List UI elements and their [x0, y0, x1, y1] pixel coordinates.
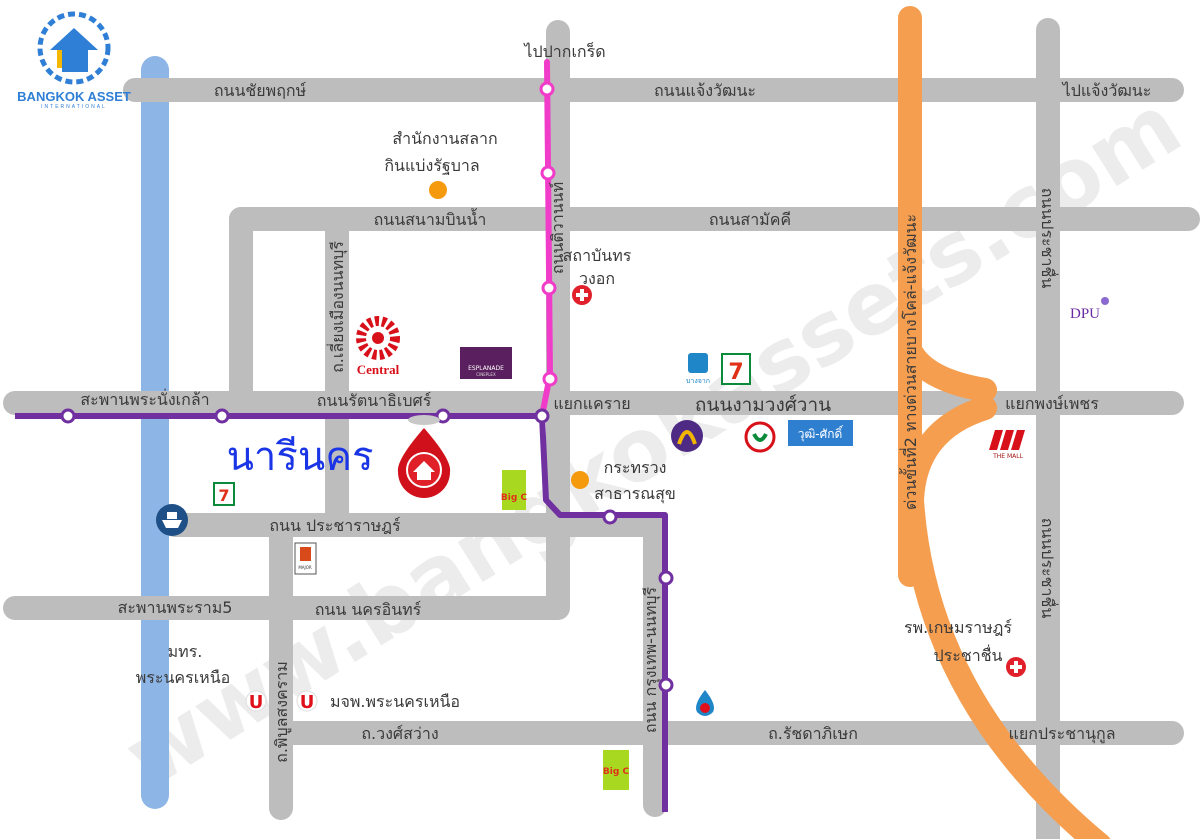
brands: Central ESPLANADE CINEPLEX บางจาก 7 DPU … — [156, 297, 1109, 790]
svg-text:ESPLANADE: ESPLANADE — [468, 365, 504, 372]
project-name: นารีนคร — [227, 434, 374, 480]
roads — [3, 18, 1200, 839]
label-prachanukul: แยกประชานุกูล — [1009, 724, 1116, 744]
seven-eleven-logo: 7 — [213, 482, 235, 506]
major-cineplex-logo: MAJOR — [294, 542, 317, 575]
wuttisak-logo: วุฒิ-ศักดิ์ — [788, 420, 853, 446]
esplanade-logo: ESPLANADE CINEPLEX — [460, 347, 512, 379]
label-to-chaengwattana: ไปแจ้งวัฒนะ — [1061, 81, 1152, 100]
svg-text:7: 7 — [728, 360, 743, 385]
purple-line-station — [658, 677, 674, 693]
university-icon: U — [296, 690, 318, 713]
label-kmutnb: มจพ.พระนครเหนือ — [330, 692, 460, 711]
label-kasemrad-2: ประชาชื่น — [934, 644, 1003, 665]
label-prachachuen-2: ถนนประชาชื่น — [1038, 518, 1059, 619]
label-phong-phet: แยกพงษ์เพชร — [1005, 394, 1099, 413]
big-c-logo: Big C — [603, 750, 630, 790]
label-chaiyaphruek: ถนนชัยพฤกษ์ — [214, 81, 307, 100]
svg-text:MAJOR: MAJOR — [298, 565, 312, 570]
svg-text:Big C: Big C — [603, 767, 630, 777]
the-mall-logo: THE MALL — [989, 430, 1025, 460]
svg-text:DPU: DPU — [1070, 306, 1100, 322]
label-ngamwongwan: ถนนงามวงศ์วาน — [695, 394, 831, 416]
pink-line-station — [539, 81, 555, 97]
bangchak-logo: บางจาก — [686, 353, 710, 385]
purple-line-station — [534, 408, 550, 424]
label-pracharat: ถนน ประชาราษฎร์ — [269, 516, 401, 535]
label-samakkhi: ถนนสามัคคี — [709, 210, 791, 229]
label-sanambinnam: ถนนสนามบินน้ำ — [374, 208, 487, 229]
svg-text:U: U — [300, 692, 315, 713]
label-chest-inst-2: วงอก — [579, 269, 615, 288]
dpu-logo: DPU — [1070, 297, 1109, 322]
purple-line — [15, 408, 674, 812]
pink-line-station — [541, 280, 557, 296]
purple-line-station — [60, 408, 76, 424]
label-ratchadaphisek: ถ.รัชดาภิเษก — [768, 724, 858, 743]
hospital-icon — [1006, 657, 1026, 677]
label-liang-muang: ถ.เลี่ยงเมืองนนทบุรี — [326, 241, 348, 373]
label-expressway: ด่วนขั้นที่2 ทางด่วนสายบางโคล่-แจ้งวัฒนะ — [899, 214, 920, 510]
expressway — [898, 6, 1111, 839]
purple-line-station — [602, 509, 618, 525]
label-chest-inst-1: สถาบันทร — [563, 246, 632, 265]
label-phibun-songkhram: ถ.พิบูลสงคราม — [272, 661, 292, 763]
project-marker — [397, 415, 451, 498]
label-tiwanon: ถนนติวานนท์ — [548, 182, 567, 274]
label-rmutp-1: มทร. — [168, 642, 203, 661]
place-dot-icon — [571, 471, 589, 489]
svg-text:7: 7 — [218, 486, 229, 505]
logo-name: BANGKOK ASSET — [17, 89, 131, 104]
bangkok-asset-logo: BANGKOK ASSET INTERNATIONAL — [17, 11, 131, 110]
place-dot-icon — [429, 181, 447, 199]
ptt-station-icon — [696, 690, 714, 716]
big-c-logo: Big C — [501, 470, 528, 510]
boat-pier-icon — [156, 504, 188, 536]
svg-text:U: U — [249, 692, 264, 713]
label-kasemrad-1: รพ.เกษมราษฎร์ — [904, 618, 1012, 637]
svg-text:บางจาก: บางจาก — [686, 377, 710, 385]
label-to-pakkret: ไปปากเกร็ด — [522, 41, 605, 61]
places: สำนักงานสลาก กินแบ่งรัฐบาล สถาบันทร วงอก… — [136, 129, 1026, 713]
label-lottery-2: กินแบ่งรัฐบาล — [384, 156, 479, 175]
svg-text:วุฒิ-ศักดิ์: วุฒิ-ศักดิ์ — [798, 425, 844, 442]
svg-text:THE MALL: THE MALL — [992, 453, 1023, 460]
label-lottery-1: สำนักงานสลาก — [392, 129, 497, 148]
purple-line-station — [214, 408, 230, 424]
purple-line-station — [435, 408, 451, 424]
label-rattanathibet: ถนนรัตนาธิเบศร์ — [317, 391, 432, 410]
university-icon: U — [245, 690, 267, 713]
label-phra-nang-klao-bridge: สะพานพระนั่งเกล้า — [80, 388, 209, 409]
pink-line-station — [540, 165, 556, 181]
svg-text:Big C: Big C — [501, 493, 528, 503]
label-chaengwattana: ถนนแจ้งวัฒนะ — [654, 81, 756, 100]
label-rmutp-2: พระนครเหนือ — [136, 668, 231, 687]
label-khae-rai: แยกแคราย — [553, 394, 630, 413]
seven-eleven-logo: 7 — [721, 353, 751, 385]
central-logo: Central — [356, 316, 400, 377]
svg-text:Central: Central — [357, 362, 400, 377]
label-krungthep-nonthaburi: ถนน กรุงเทพ-นนทบุรี — [641, 586, 661, 733]
label-moph-1: กระทรวง — [604, 458, 667, 477]
scb-logo — [671, 420, 703, 452]
label-moph-2: สาธารณสุข — [594, 484, 676, 504]
pink-line-station — [542, 371, 558, 387]
label-wongsawang: ถ.วงศ์สว่าง — [361, 724, 438, 743]
pink-line — [539, 59, 558, 419]
logo-sub: INTERNATIONAL — [41, 104, 107, 110]
road-labels: ไปปากเกร็ด ถนนชัยพฤกษ์ ถนนแจ้งวัฒนะ ไปแจ… — [80, 41, 1151, 763]
kasikorn-logo — [744, 421, 776, 453]
label-prachachuen: ถนนประชาชื่น — [1038, 188, 1059, 289]
label-rama5-bridge: สะพานพระราม5 — [118, 598, 233, 617]
label-nakhon-in: ถนน นครอินทร์ — [315, 600, 422, 619]
hospital-icon — [572, 285, 592, 305]
svg-text:CINEPLEX: CINEPLEX — [476, 372, 496, 377]
purple-line-station — [658, 570, 674, 586]
home-pin-icon — [413, 461, 435, 480]
